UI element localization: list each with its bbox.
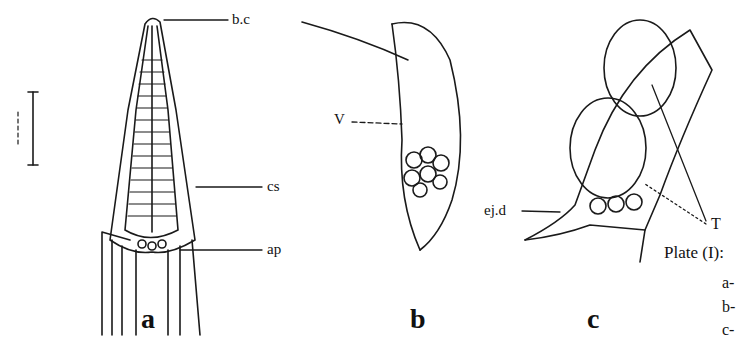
scale-bar xyxy=(18,92,38,165)
figure-b xyxy=(302,22,461,250)
figure-letter: a xyxy=(141,305,155,333)
figure-letter: b xyxy=(410,305,426,333)
part-label: b.c xyxy=(232,12,250,27)
part-label: T xyxy=(711,216,721,232)
part-label: V xyxy=(334,112,345,127)
figure-letter: c xyxy=(587,305,599,333)
part-label: cs xyxy=(267,179,280,194)
caption-item: c- xyxy=(722,322,734,338)
caption-item: b- xyxy=(722,299,735,315)
caption-item: a- xyxy=(722,275,734,291)
plate-caption: Plate (I): xyxy=(664,244,724,261)
part-label: ej.d xyxy=(484,203,506,218)
figure-a xyxy=(102,18,262,335)
figure-c xyxy=(522,20,712,262)
part-label: ap xyxy=(267,242,281,257)
